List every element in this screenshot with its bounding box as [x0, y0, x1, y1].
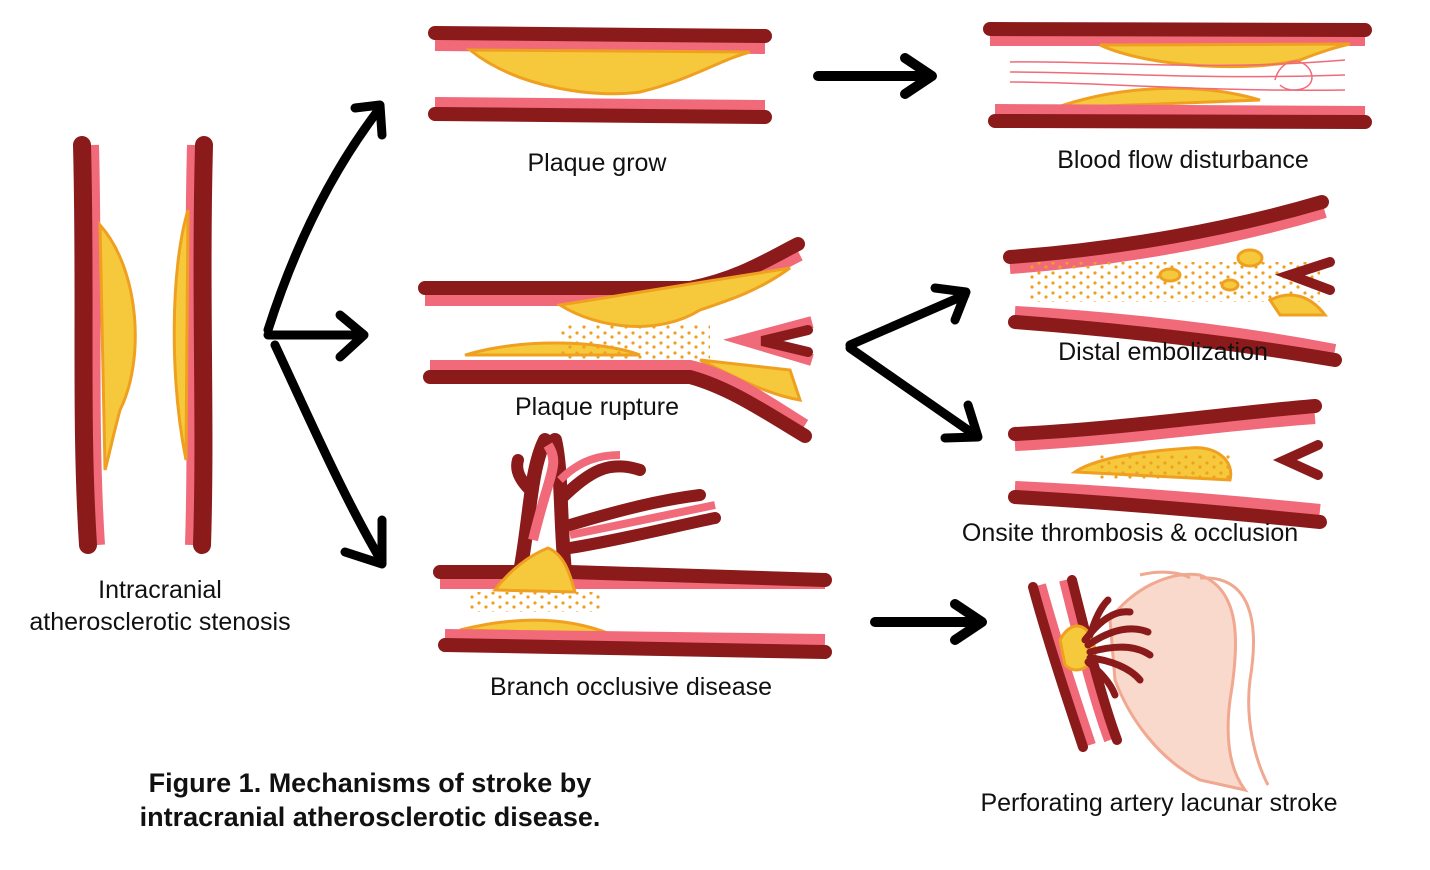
arrow-to-flow	[813, 53, 937, 99]
arrow-to-lacunar	[870, 599, 987, 645]
lacunar-stroke-illustration	[1028, 570, 1270, 793]
caption-line1: Figure 1. Mechanisms of stroke by	[148, 768, 592, 798]
distal-embolization-label: Distal embolization	[1058, 338, 1268, 366]
lacunar-stroke-label: Perforating artery lacunar stroke	[980, 789, 1338, 817]
plaque-grow-label: Plaque grow	[527, 149, 667, 177]
figure-caption: Figure 1. Mechanisms of stroke by intrac…	[70, 766, 670, 834]
plaque-rupture-label: Plaque rupture	[514, 393, 680, 421]
plaque-rupture-vessel	[418, 237, 814, 443]
distal-embolization-vessel	[1003, 195, 1342, 367]
onsite-thrombosis-vessel	[1008, 399, 1327, 529]
stenosis-label-line2: atherosclerotic stenosis	[29, 608, 291, 636]
caption-line2: intracranial atherosclerotic disease.	[139, 802, 601, 832]
branch-occlusive-label: Branch occlusive disease	[489, 673, 773, 701]
branch-arrows	[263, 100, 387, 569]
blood-flow-label: Blood flow disturbance	[1057, 146, 1309, 174]
rupture-arrows	[845, 283, 983, 443]
stenosis-label-line1: Intracranial	[98, 576, 222, 604]
blood-flow-vessel	[983, 22, 1372, 129]
stenosis-vessel	[73, 136, 213, 554]
branch-occlusive-vessel	[433, 433, 832, 659]
onsite-thrombosis-label: Onsite thrombosis & occlusion	[961, 519, 1299, 547]
plaque-grow-vessel	[428, 26, 772, 124]
